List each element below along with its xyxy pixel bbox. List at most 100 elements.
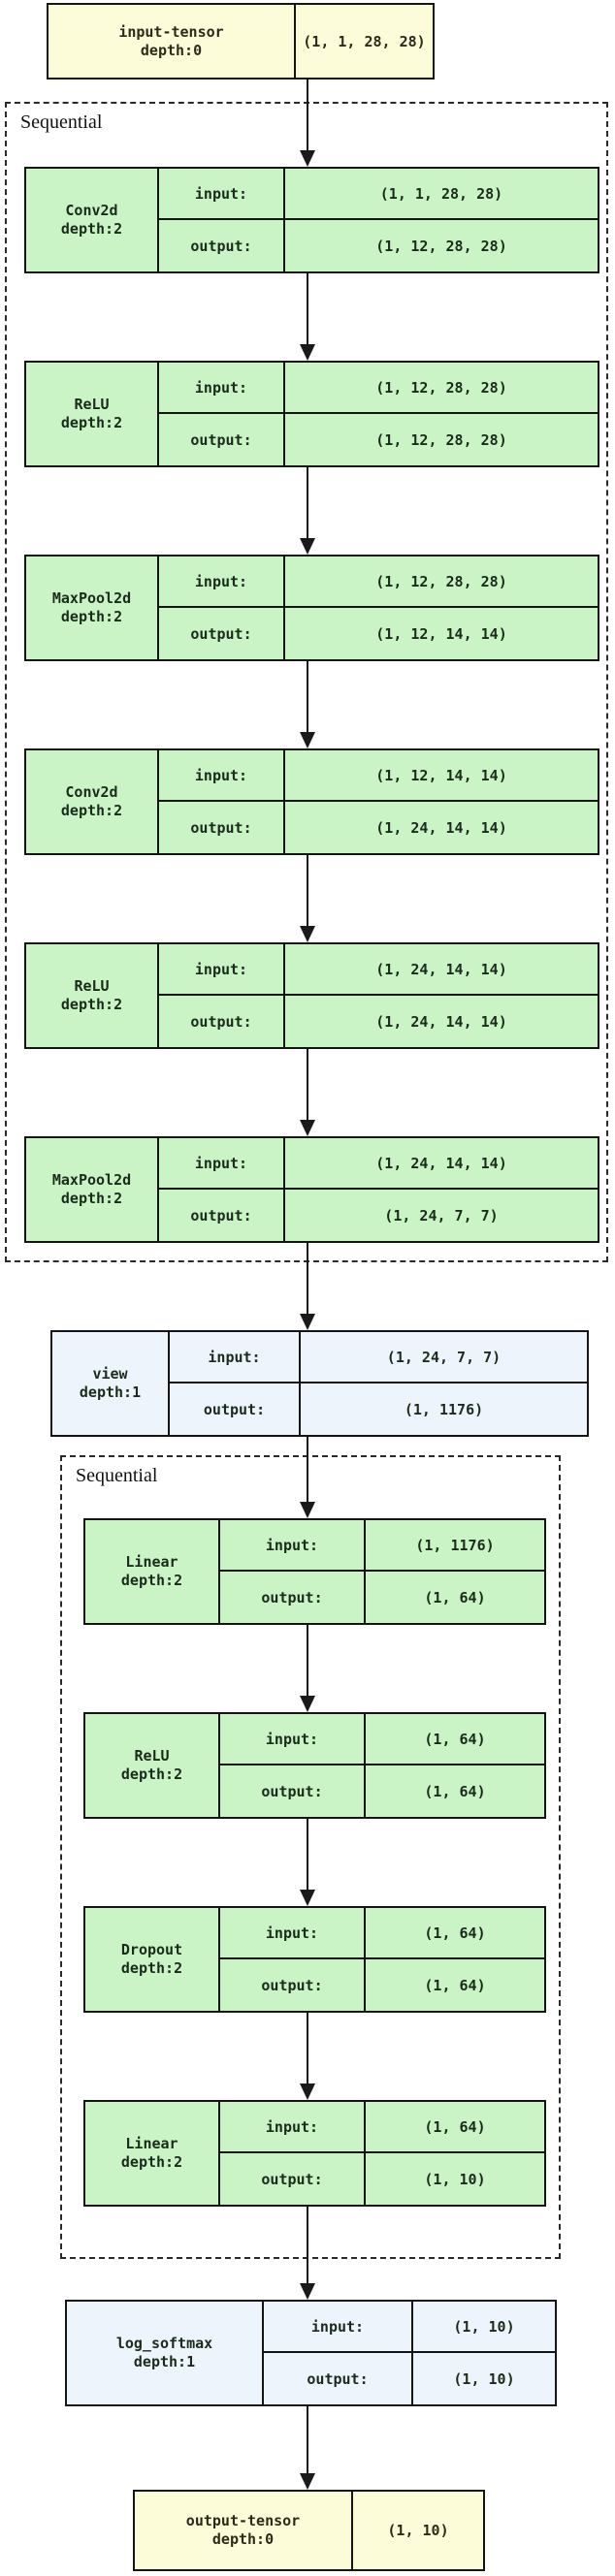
output-shape: (1, 1176) — [404, 1400, 484, 1418]
output-shape: (1, 24, 14, 14) — [375, 818, 507, 837]
arrowhead-icon — [300, 2083, 315, 2100]
output-label: output: — [159, 414, 285, 465]
node-linear-2: Linear depth:2 input: (1, 64) output: (1… — [83, 2100, 546, 2207]
node-name-cell: output-tensor depth:0 — [135, 2492, 353, 2569]
node-name-cell: Conv2d depth:2 — [26, 750, 159, 853]
output-label: output: — [220, 1765, 366, 1817]
node-name-cell: ReLU depth:2 — [26, 944, 159, 1047]
output-label: output: — [159, 608, 285, 659]
node-relu-1: ReLU depth:2 input: (1, 12, 28, 28) outp… — [24, 361, 599, 467]
output-shape: (1, 24, 7, 7) — [384, 1206, 499, 1224]
tensor-shape: (1, 1, 28, 28) — [303, 32, 426, 50]
node-name: ReLU — [74, 396, 110, 414]
sequential-container-2: Sequential — [60, 1455, 561, 2259]
node-depth: depth:2 — [60, 802, 123, 819]
node-name: Conv2d — [65, 202, 118, 220]
input-label: input: — [159, 1138, 285, 1188]
node-name: log_softmax — [115, 2335, 213, 2353]
node-name: Linear — [125, 2135, 178, 2153]
input-shape: (1, 24, 14, 14) — [375, 1154, 507, 1172]
node-name-cell: Linear depth:2 — [85, 1520, 220, 1623]
input-shape: (1, 12, 14, 14) — [375, 766, 507, 784]
node-depth: depth:1 — [133, 2353, 196, 2370]
node-depth: depth:0 — [140, 41, 203, 59]
arrowhead-icon — [300, 1314, 315, 1330]
input-label: input: — [220, 1908, 366, 1957]
node-name-cell: ReLU depth:2 — [85, 1714, 220, 1817]
edge-line — [307, 1049, 308, 1121]
input-shape: (1, 1176) — [415, 1536, 495, 1554]
node-name: MaxPool2d — [51, 1171, 132, 1190]
edge-line — [307, 1819, 308, 1891]
node-depth: depth:2 — [120, 1572, 183, 1589]
input-shape: (1, 12, 28, 28) — [375, 572, 507, 590]
node-conv2d-1: Conv2d depth:2 input: (1, 1, 28, 28) out… — [24, 167, 599, 273]
output-shape: (1, 10) — [424, 2170, 486, 2188]
input-label: input: — [159, 944, 285, 994]
node-output-tensor: output-tensor depth:0 (1, 10) — [133, 2490, 485, 2571]
edge-line — [307, 2013, 308, 2084]
arrowhead-icon — [300, 344, 315, 361]
node-depth: depth:2 — [60, 220, 123, 238]
node-name: Linear — [125, 1553, 178, 1572]
input-label: input: — [159, 363, 285, 412]
arrowhead-icon — [300, 2283, 315, 2300]
output-label: output: — [264, 2353, 413, 2404]
input-label: input: — [264, 2302, 413, 2351]
node-name: input-tensor — [118, 22, 224, 41]
node-name-cell: log_softmax depth:1 — [67, 2302, 264, 2404]
node-depth: depth:2 — [60, 414, 123, 431]
node-name: Dropout — [120, 1941, 183, 1959]
arrowhead-icon — [300, 732, 315, 748]
edge-line — [307, 1437, 308, 1503]
node-name: output-tensor — [185, 2512, 301, 2530]
node-log-softmax: log_softmax depth:1 input: (1, 10) outpu… — [65, 2300, 557, 2406]
input-label: input: — [220, 2102, 366, 2151]
input-label: input: — [159, 557, 285, 606]
arrowhead-icon — [300, 1890, 315, 1906]
input-label: input: — [159, 750, 285, 800]
arrowhead-icon — [300, 150, 315, 167]
node-name-cell: ReLU depth:2 — [26, 363, 159, 465]
edge-line — [307, 855, 308, 927]
arrowhead-icon — [300, 538, 315, 555]
input-label: input: — [220, 1520, 366, 1570]
arrowhead-icon — [300, 2473, 315, 2490]
node-name-cell: view depth:1 — [52, 1332, 170, 1435]
arrowhead-icon — [300, 1120, 315, 1136]
input-shape: (1, 64) — [424, 1924, 486, 1942]
node-relu-3: ReLU depth:2 input: (1, 64) output: (1, … — [83, 1712, 546, 1819]
input-shape: (1, 64) — [424, 1730, 486, 1748]
container-label: Sequential — [20, 111, 103, 133]
output-shape: (1, 64) — [424, 1976, 486, 1994]
input-shape: (1, 12, 28, 28) — [375, 378, 507, 397]
node-conv2d-2: Conv2d depth:2 input: (1, 12, 14, 14) ou… — [24, 748, 599, 855]
input-shape: (1, 64) — [424, 2117, 486, 2136]
edge-line — [307, 1625, 308, 1697]
node-name-cell: MaxPool2d depth:2 — [26, 557, 159, 659]
input-label: input: — [220, 1714, 366, 1764]
arrowhead-icon — [300, 1696, 315, 1712]
node-input-tensor: input-tensor depth:0 (1, 1, 28, 28) — [47, 3, 435, 80]
node-name-cell: Dropout depth:2 — [85, 1908, 220, 2011]
node-depth: depth:2 — [60, 608, 123, 625]
edge-line — [307, 2406, 308, 2474]
output-label: output: — [220, 2153, 366, 2205]
edge-line — [307, 661, 308, 733]
node-maxpool2d-1: MaxPool2d depth:2 input: (1, 12, 28, 28)… — [24, 555, 599, 661]
node-view: view depth:1 input: (1, 24, 7, 7) output… — [50, 1330, 589, 1437]
input-shape: (1, 24, 14, 14) — [375, 960, 507, 978]
node-dropout: Dropout depth:2 input: (1, 64) output: (… — [83, 1906, 546, 2013]
node-name-cell: input-tensor depth:0 — [49, 5, 296, 78]
edge-line — [307, 1243, 308, 1315]
edge-line — [307, 80, 308, 151]
node-depth: depth:2 — [120, 1959, 183, 1977]
input-label: input: — [170, 1332, 301, 1382]
node-name: view — [92, 1365, 128, 1383]
node-depth: depth:0 — [211, 2530, 275, 2548]
input-shape: (1, 24, 7, 7) — [386, 1348, 502, 1366]
output-shape: (1, 10) — [453, 2369, 515, 2388]
node-relu-2: ReLU depth:2 input: (1, 24, 14, 14) outp… — [24, 942, 599, 1049]
output-shape: (1, 24, 14, 14) — [375, 1012, 507, 1031]
